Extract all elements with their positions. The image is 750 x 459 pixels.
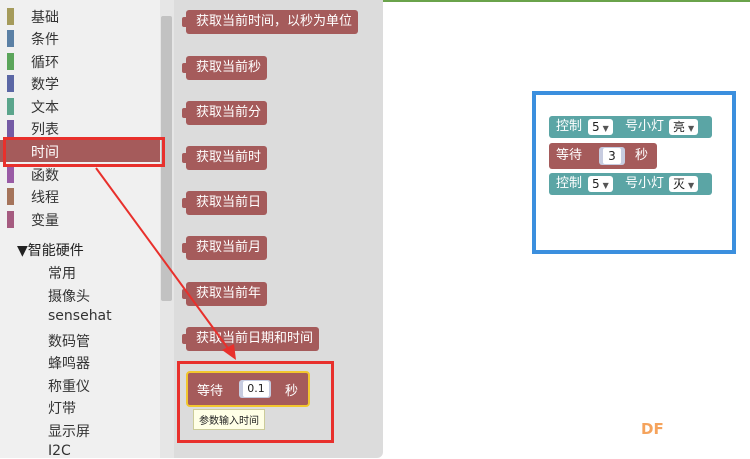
category-label: 循环 [31, 55, 59, 71]
category-loops[interactable]: 循环 [0, 50, 160, 72]
block-get-current-day[interactable]: 获取当前日 [181, 191, 268, 215]
category-color-swatch [7, 143, 14, 160]
block-get-current-year[interactable]: 获取当前年 [181, 282, 268, 306]
block-wait-3-seconds[interactable]: 等待 3 秒 [549, 143, 657, 169]
block-control-led-on[interactable]: 控制 5▼ 号小灯 亮▼ [549, 116, 712, 138]
category-label: 变量 [31, 213, 59, 229]
highlight-box-wait-block [177, 361, 334, 443]
workspace-top-border [175, 0, 750, 2]
wait-value-input[interactable]: 3 [603, 148, 621, 164]
sidebar-scrollbar-thumb[interactable] [161, 16, 172, 301]
led-label: 号小灯 [625, 119, 665, 134]
category-functions[interactable]: 函数 [0, 163, 160, 185]
pin-dropdown[interactable]: 5▼ [588, 176, 613, 192]
block-tooltip: 参数输入时间 [193, 409, 265, 430]
control-label: 控制 [556, 176, 583, 191]
block-get-current-datetime[interactable]: 获取当前日期和时间 [181, 327, 320, 351]
hardware-item-led-strip[interactable]: 灯带 [48, 401, 76, 417]
state-dropdown[interactable]: 灭▼ [669, 176, 699, 192]
pin-dropdown[interactable]: 5▼ [588, 119, 613, 135]
hardware-item-sensehat[interactable]: sensehat [48, 308, 112, 324]
hardware-item-display[interactable]: 显示屏 [48, 424, 90, 440]
wait-value-socket: 3 [599, 147, 625, 165]
category-color-swatch [7, 211, 14, 228]
block-wait-seconds[interactable]: 等待 0.1 秒 [186, 371, 310, 407]
category-variables[interactable]: 变量 [0, 208, 160, 230]
block-get-current-second[interactable]: 获取当前秒 [181, 56, 268, 80]
category-color-swatch [7, 98, 14, 115]
category-color-swatch [7, 120, 14, 137]
category-label: 线程 [31, 190, 59, 206]
hardware-category-toggle[interactable]: ▼智能硬件 [17, 243, 84, 259]
category-color-swatch [7, 53, 14, 70]
category-color-swatch [7, 75, 14, 92]
category-color-swatch [7, 188, 14, 205]
hardware-item-scale[interactable]: 称重仪 [48, 379, 90, 395]
category-math[interactable]: 数学 [0, 72, 160, 94]
category-color-swatch [7, 30, 14, 47]
category-color-swatch [7, 166, 14, 183]
wait-unit: 秒 [635, 148, 649, 163]
hardware-item-digital-tube[interactable]: 数码管 [48, 334, 90, 350]
wait-label: 等待 [556, 148, 583, 163]
category-text[interactable]: 文本 [0, 95, 160, 117]
block-get-current-minute[interactable]: 获取当前分 [181, 101, 268, 125]
category-label: 条件 [31, 32, 59, 48]
category-logic[interactable]: 条件 [0, 27, 160, 49]
category-label: 文本 [31, 100, 59, 116]
highlight-box-program [532, 91, 736, 254]
hardware-item-camera[interactable]: 摄像头 [48, 289, 90, 305]
hardware-item-i2c[interactable]: I2C [48, 443, 71, 459]
category-basic[interactable]: 基础 [0, 5, 160, 27]
wait-block-unit: 秒 [285, 384, 299, 399]
df-watermark: DF [641, 420, 664, 438]
hardware-item-buzzer[interactable]: 蜂鸣器 [48, 356, 90, 372]
category-color-swatch [7, 8, 14, 25]
block-get-current-hour[interactable]: 获取当前时 [181, 146, 268, 170]
hardware-item-common[interactable]: 常用 [48, 266, 76, 282]
category-label: 时间 [31, 145, 59, 161]
wait-block-label: 等待 [197, 384, 224, 399]
category-lists[interactable]: 列表 [0, 117, 160, 139]
block-get-current-month[interactable]: 获取当前月 [181, 236, 268, 260]
category-threads[interactable]: 线程 [0, 185, 160, 207]
block-control-led-off[interactable]: 控制 5▼ 号小灯 灭▼ [549, 173, 712, 195]
control-label: 控制 [556, 119, 583, 134]
category-time[interactable]: 时间 [0, 140, 160, 162]
category-label: 数学 [31, 77, 59, 93]
category-label: 基础 [31, 10, 59, 26]
highlight-box-time-category [3, 137, 165, 167]
state-dropdown[interactable]: 亮▼ [669, 119, 699, 135]
wait-duration-input[interactable]: 0.1 [243, 381, 269, 397]
category-label: 列表 [31, 122, 59, 138]
category-label: 函数 [31, 168, 59, 184]
category-sidebar: 基础 条件 循环 数学 文本 列表 时间 函数 线程 变量 ▼智能硬件 常用 摄… [0, 0, 160, 459]
wait-duration-socket: 0.1 [239, 380, 271, 398]
block-get-time-seconds[interactable]: 获取当前时间，以秒为单位 [181, 10, 359, 34]
led-label: 号小灯 [625, 176, 665, 191]
